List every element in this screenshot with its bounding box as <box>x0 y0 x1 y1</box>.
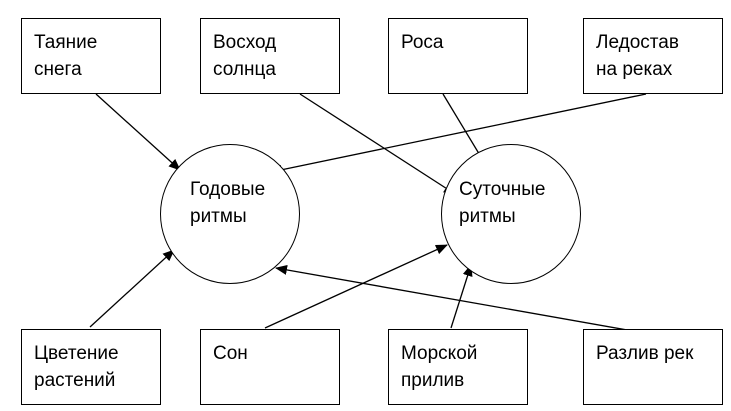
arrow-sunrise-to-daily <box>299 93 456 195</box>
snow-melting-line-1: Таяние <box>34 32 98 53</box>
sunrise-line-1: Восход <box>213 32 277 53</box>
arrow-dew-to-daily <box>442 93 485 163</box>
sea-tide-box: Морской прилив <box>388 329 528 405</box>
plant-flowering-line-1: Цветение <box>34 343 119 364</box>
arrow-ice-freeze-to-annual <box>270 93 647 175</box>
sea-tide-line-1: Морской <box>401 343 478 364</box>
sleep-line-1: Сон <box>213 343 248 364</box>
ice-freeze-line-2: на реках <box>596 59 673 80</box>
annual-rhythms-label-line-2: ритмы <box>190 206 247 227</box>
plant-flowering-line-2: растений <box>34 370 116 391</box>
annual-rhythms-label-line-1: Годовые <box>190 179 266 200</box>
arrow-sea-tide-to-daily <box>450 264 473 329</box>
ice-freeze-line-1: Ледостав <box>596 32 679 53</box>
river-flood-box: Разлив рек <box>583 329 723 405</box>
dew-box: Роса <box>388 18 528 94</box>
ice-freeze-box: Ледостав на реках <box>583 18 723 94</box>
annual-rhythms-circle <box>160 144 300 284</box>
annual-rhythms-label: Годовые ритмы <box>190 176 265 230</box>
snow-melting-line-2: снега <box>34 59 82 80</box>
sunrise-box: Восход солнца <box>200 18 340 94</box>
sleep-box: Сон <box>200 329 340 405</box>
sunrise-line-2: солнца <box>213 59 276 80</box>
sea-tide-line-2: прилив <box>401 370 465 391</box>
arrow-snow-melting-to-annual <box>95 93 181 171</box>
daily-rhythms-label: Суточные ритмы <box>459 176 545 230</box>
daily-rhythms-label-line-2: ритмы <box>459 206 516 227</box>
plant-flowering-box: Цветение растений <box>21 329 161 405</box>
river-flood-line-1: Разлив рек <box>596 343 694 364</box>
arrow-sleep-to-daily <box>264 244 448 329</box>
dew-line-1: Роса <box>401 32 444 53</box>
arrow-plant-flowering-to-annual <box>89 249 175 328</box>
daily-rhythms-circle <box>441 144 581 284</box>
arrow-river-flood-to-annual <box>275 264 651 335</box>
snow-melting-box: Таяние снега <box>21 18 161 94</box>
arrows-layer <box>89 93 651 335</box>
daily-rhythms-label-line-1: Суточные <box>459 179 546 200</box>
